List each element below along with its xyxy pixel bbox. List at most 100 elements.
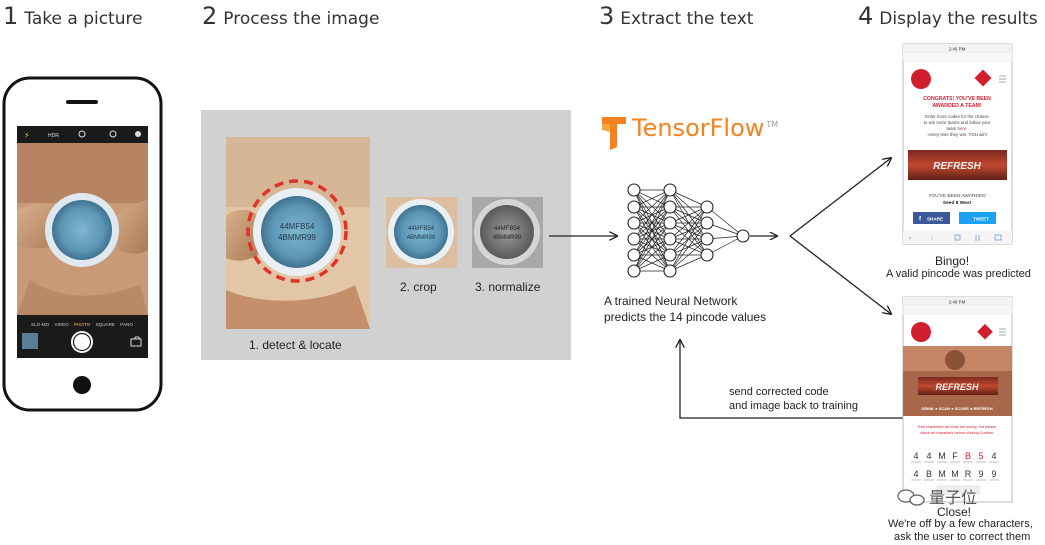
- tensorflow-logo: [602, 117, 626, 150]
- pincode-char[interactable]: F: [952, 451, 958, 461]
- switch-camera-icon[interactable]: [130, 336, 142, 347]
- nn-node-layer-3: [700, 232, 714, 246]
- flash-icon[interactable]: ⚡: [24, 131, 30, 140]
- nn-connection: [669, 206, 708, 272]
- share-sheet-icon[interactable]: [954, 234, 961, 241]
- detect-pincode-line-2: 4BMMR99: [278, 233, 316, 242]
- detect-caption: 1. detect & locate: [249, 338, 342, 352]
- nn-node-layer-2: [663, 200, 677, 214]
- nn-node-layer-4: [736, 229, 750, 243]
- nn-connection: [633, 189, 671, 224]
- nn-connection: [633, 189, 671, 208]
- close-caption-body-2: ask the user to correct them: [894, 531, 1031, 543]
- twitter-tweet-button[interactable]: [959, 212, 996, 224]
- mode-pano[interactable]: PANO: [120, 322, 133, 327]
- success-banner-text: REFRESH: [933, 161, 982, 172]
- facebook-share-button[interactable]: [913, 212, 950, 224]
- close-status-time: 2:48 PM: [949, 300, 966, 305]
- close-hamburger-menu-icon[interactable]: [999, 328, 1006, 336]
- close-warning-2: check all characters before clicking Con…: [920, 431, 994, 435]
- mode-photo[interactable]: PHOTO: [74, 322, 91, 327]
- bookmarks-icon[interactable]: [975, 235, 980, 241]
- nn-connection: [669, 206, 708, 240]
- team-link[interactable]: here: [957, 126, 966, 131]
- close-march-madness-logo: [977, 323, 993, 340]
- close-address-bar[interactable]: [902, 304, 1013, 315]
- timer-icon[interactable]: [109, 130, 117, 138]
- success-address-bar[interactable]: [902, 51, 1013, 62]
- camera-phone: ⚡ HDR SLO-MO VIDEO PHOTO SQUARE PANO: [2, 76, 163, 412]
- step-4-label: Display the results: [879, 9, 1038, 29]
- close-coke-logo: [911, 322, 931, 342]
- mode-square[interactable]: SQUARE: [96, 322, 115, 327]
- pincode-char[interactable]: 5: [978, 451, 983, 461]
- hamburger-menu-icon[interactable]: [999, 75, 1006, 83]
- nn-node-layer-1: [627, 216, 641, 230]
- march-madness-logo: [974, 69, 992, 87]
- nn-node-layer-1: [627, 264, 641, 278]
- pincode-char[interactable]: 9: [991, 469, 996, 479]
- pincode-char[interactable]: M: [951, 469, 959, 479]
- feedback-caption-2: and image back to training: [729, 400, 859, 412]
- nn-node-layer-1: [627, 183, 641, 197]
- coke-logo: [911, 69, 931, 89]
- neural-network: [627, 183, 750, 278]
- watermark: 量子位: [897, 489, 977, 507]
- live-photo-icon[interactable]: [78, 130, 86, 138]
- close-caption-body-1: We're off by a few characters,: [888, 518, 1033, 530]
- nn-node-layer-2: [663, 216, 677, 230]
- confirm-button[interactable]: [936, 485, 980, 495]
- nn-connection: [706, 235, 744, 256]
- pincode-char[interactable]: 4: [913, 469, 918, 479]
- shutter-button[interactable]: [71, 331, 93, 353]
- nn-connection: [669, 189, 708, 208]
- nn-connection: [633, 254, 671, 272]
- step-1-number: 1: [3, 2, 19, 30]
- nn-caption-1: A trained Neural Network: [604, 294, 738, 308]
- normalize-image: 44MFB54 4BMMR99: [472, 197, 543, 268]
- pincode-char[interactable]: R: [965, 469, 972, 479]
- pincode-char[interactable]: B: [926, 469, 932, 479]
- success-body-1: Enter more codes for the chance: [925, 114, 989, 119]
- mode-slomo[interactable]: SLO-MO: [31, 322, 50, 327]
- nn-connection: [633, 189, 671, 256]
- tensorflow-icon: [602, 117, 626, 150]
- success-caption-title: Bingo!: [935, 254, 970, 268]
- forward-icon[interactable]: ›: [931, 236, 933, 242]
- pincode-char[interactable]: 4: [926, 451, 931, 461]
- pincode-char[interactable]: 9: [978, 469, 983, 479]
- nn-node-layer-3: [700, 200, 714, 214]
- safari-toolbar: [903, 231, 1012, 244]
- pincode-char[interactable]: 4: [913, 451, 918, 461]
- crop-image: 44MFB54 4BMMR99: [386, 197, 457, 268]
- mode-video[interactable]: VIDEO: [54, 322, 69, 327]
- pincode-char[interactable]: M: [938, 469, 946, 479]
- camera-modes: SLO-MO VIDEO PHOTO SQUARE PANO: [31, 322, 133, 327]
- step-2-label: Process the image: [223, 9, 380, 29]
- nn-connection: [633, 222, 671, 272]
- back-icon[interactable]: ‹: [909, 236, 911, 242]
- nn-connection: [669, 254, 708, 272]
- pincode-char[interactable]: 4: [991, 451, 996, 461]
- tabs-icon[interactable]: [994, 234, 1002, 241]
- success-body-3-pre: team: [946, 126, 957, 131]
- filter-icon[interactable]: [135, 131, 141, 137]
- crop-pincode-line-1: 44MFB54: [408, 226, 435, 232]
- pincode-char[interactable]: B: [965, 451, 971, 461]
- step-1-label: Take a picture: [24, 9, 143, 29]
- crop-caption: 2. crop: [400, 280, 437, 294]
- step-3-label: Extract the text: [620, 9, 754, 29]
- hdr-label[interactable]: HDR: [48, 133, 59, 139]
- pincode-char[interactable]: M: [938, 451, 946, 461]
- feedback-arrow: [680, 340, 903, 419]
- normalize-pincode-line-2: 4BMMR99: [493, 235, 522, 241]
- step-2-number: 2: [202, 2, 218, 30]
- photo-thumbnail[interactable]: [22, 333, 38, 349]
- home-button[interactable]: [73, 376, 91, 394]
- step-4-number: 4: [858, 2, 874, 30]
- normalize-pincode-line-1: 44MFB54: [494, 226, 521, 232]
- nn-node-layer-2: [663, 232, 677, 246]
